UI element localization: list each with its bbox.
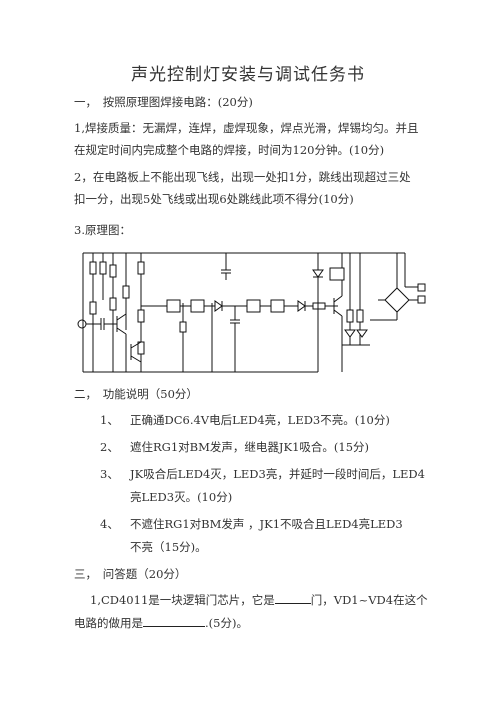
section2-heading: 二， 功能说明（50分） — [74, 387, 198, 401]
item-number: 1、 — [100, 413, 119, 427]
function-item-4: 不遮住RG1对BM发声 ，JK1不吸合且LED4亮LED3 — [130, 517, 403, 531]
requirement-1-line1: 1,焊接质量：无漏焊，连焊，虚焊现象，焊点光滑，焊锡均匀。并且 — [74, 121, 419, 135]
question-1-text-a: 1,CD4011是一块逻辑门芯片，它是 — [90, 593, 275, 607]
item-number: 3、 — [100, 467, 119, 481]
function-item-2: 遮住RG1对BM发声，继电器JK1吸合。(15分) — [130, 440, 370, 454]
question-1-text-b: 门，VD1~VD4在这个 — [310, 593, 428, 607]
section1-heading: 一， 按照原理图焊接电路：(20分) — [74, 95, 253, 109]
question-1-text-d: .(5分)。 — [205, 616, 248, 630]
item-number: 4、 — [100, 517, 119, 531]
schematic-label: 3.原理图： — [74, 223, 131, 237]
function-item-1: 正确通DC6.4V电后LED4亮，LED3不亮。(10分) — [130, 413, 390, 427]
requirement-2-line2: 扣一分，出现5处飞线或出现6处跳线此项不得分(10分) — [74, 192, 354, 206]
section3-heading: 三， 问答题（20分） — [74, 567, 187, 581]
answer-blank-1[interactable] — [274, 592, 311, 604]
question-1-text-c: 电路的做用是 — [74, 616, 143, 630]
question-1-line2: 电路的做用是 .(5分)。 — [74, 615, 248, 630]
answer-blank-2[interactable] — [143, 615, 205, 627]
function-item-3: JK吸合后LED4灭，LED3亮，并延时一段时间后，LED4 — [130, 467, 425, 481]
item-number: 2、 — [100, 440, 119, 454]
requirement-2-line1: 2，在电路板上不能出现飞线，出现一处扣1分，跳线出现超过三处 — [74, 170, 411, 184]
question-1-line1: 1,CD4011是一块逻辑门芯片，它是 门，VD1~VD4在这个 — [90, 592, 428, 607]
function-item-3-cont: 亮LED3灭。(10分) — [130, 490, 233, 504]
document-title: 声光控制灯安装与调试任务书 — [131, 65, 365, 85]
function-item-4-cont: 不亮（15分)。 — [130, 540, 207, 554]
requirement-1-line2: 在规定时间内完成整个电路的焊接，时间为120分钟。(10分) — [74, 143, 385, 157]
